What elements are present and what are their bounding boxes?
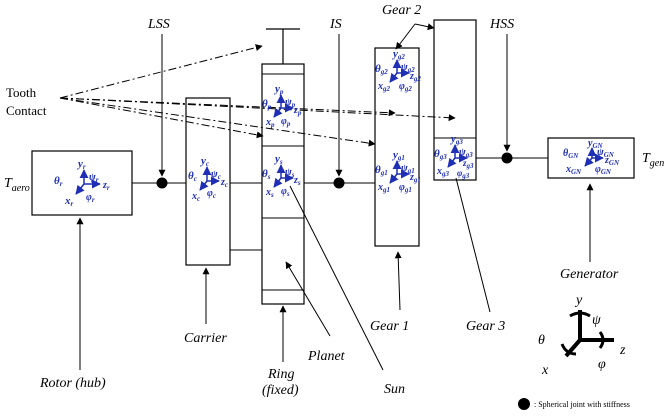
ring-box bbox=[261, 63, 305, 305]
svg-text:ψ: ψ bbox=[592, 313, 601, 328]
svg-text:φg3: φg3 bbox=[457, 168, 470, 180]
carrier-box bbox=[185, 97, 231, 266]
joint-is bbox=[333, 177, 345, 189]
svg-text:ψg3: ψg3 bbox=[459, 147, 473, 159]
svg-text:zc: zc bbox=[220, 177, 228, 189]
coord-sun: ys ψs θs zs xs φs bbox=[262, 153, 301, 199]
svg-text:xg2: xg2 bbox=[377, 81, 391, 93]
svg-text:φ: φ bbox=[598, 357, 606, 372]
svg-text:ψp: ψp bbox=[285, 97, 296, 109]
svg-text:yr: yr bbox=[76, 158, 86, 171]
coord-carrier: yc ψc θc zc xc φc bbox=[188, 155, 228, 203]
svg-text:xg1: xg1 bbox=[377, 182, 390, 194]
coord-rotor: yr ψr θr zr xr φr bbox=[54, 158, 110, 208]
coord-gear1: yg1 ψg1 θg1 zg1 xg1 φg1 bbox=[375, 149, 421, 194]
svg-text:y: y bbox=[574, 293, 583, 308]
svg-text:zg2: zg2 bbox=[409, 71, 421, 83]
coord-planet: yp ψp θp zp xp φp bbox=[262, 83, 302, 129]
carrier-label: Carrier bbox=[184, 331, 227, 346]
svg-text:xGN: xGN bbox=[565, 164, 582, 176]
svg-text:ψr: ψr bbox=[89, 172, 99, 184]
rotor-label: Rotor (hub) bbox=[39, 376, 106, 391]
ring-fixed-label: (fixed) bbox=[262, 383, 299, 398]
svg-text:φp: φp bbox=[281, 116, 291, 128]
svg-text:ψg1: ψg1 bbox=[401, 163, 415, 175]
lss-label: LSS bbox=[147, 17, 170, 32]
svg-text:yp: yp bbox=[273, 83, 284, 96]
generator-box bbox=[547, 137, 635, 179]
reference-axes: y ψ θ z x φ bbox=[538, 293, 626, 378]
sun-label: Sun bbox=[384, 382, 405, 397]
svg-text:xs: xs bbox=[265, 187, 274, 199]
svg-text:θg1: θg1 bbox=[375, 164, 388, 177]
svg-text:ψg2: ψg2 bbox=[401, 62, 415, 74]
svg-text:θr: θr bbox=[54, 175, 63, 188]
gear3-label: Gear 3 bbox=[466, 319, 505, 334]
joint-lss bbox=[156, 177, 168, 189]
svg-text:xp: xp bbox=[265, 117, 275, 129]
generator-label: Generator bbox=[560, 267, 619, 282]
svg-text:xr: xr bbox=[64, 195, 74, 208]
is-label: IS bbox=[329, 17, 342, 32]
svg-text:zg1: zg1 bbox=[409, 172, 421, 184]
gear3-box bbox=[433, 19, 477, 181]
svg-text:θg3: θg3 bbox=[434, 148, 447, 161]
svg-text:zs: zs bbox=[293, 175, 301, 187]
planet-pointer bbox=[285, 261, 331, 337]
gear1-label: Gear 1 bbox=[370, 319, 409, 334]
joint-hss bbox=[501, 152, 513, 164]
legend-dot bbox=[518, 398, 530, 410]
svg-text:θs: θs bbox=[262, 168, 271, 181]
svg-text:zg3: zg3 bbox=[462, 158, 474, 170]
svg-text:θ: θ bbox=[538, 333, 545, 348]
ring-label: Ring bbox=[267, 367, 294, 382]
svg-text:yGN: yGN bbox=[587, 138, 604, 150]
tooth-contact-label-2: Contact bbox=[6, 103, 47, 118]
svg-text:φg1: φg1 bbox=[399, 182, 412, 194]
gear1-pointer bbox=[394, 251, 402, 311]
svg-text:x: x bbox=[541, 363, 549, 378]
svg-text:zp: zp bbox=[293, 105, 302, 117]
tooth-contact-label-1: Tooth bbox=[6, 85, 37, 100]
rotor-box bbox=[31, 150, 133, 216]
t-aero-label: Taero bbox=[4, 176, 30, 194]
svg-text:yc: yc bbox=[199, 155, 209, 168]
t-gen-label: Tgen bbox=[642, 151, 664, 169]
svg-text:θp: θp bbox=[262, 98, 272, 111]
coord-generator: yGN ψGN θGN zGN xGN φGN bbox=[563, 138, 620, 176]
svg-text:zr: zr bbox=[102, 180, 110, 192]
planet-label: Planet bbox=[307, 349, 346, 364]
tooth-contact-lines bbox=[59, 44, 456, 147]
svg-text:yg1: yg1 bbox=[391, 149, 405, 162]
gear2-arrow-right bbox=[414, 23, 435, 31]
svg-text:φr: φr bbox=[86, 192, 95, 204]
hss-label: HSS bbox=[489, 17, 514, 32]
coord-gear3: yg3 ψg3 θg3 zg3 xg3 φg3 bbox=[434, 133, 474, 180]
svg-text:ψGN: ψGN bbox=[597, 147, 615, 159]
svg-text:φc: φc bbox=[207, 188, 216, 200]
svg-text:yg3: yg3 bbox=[449, 133, 463, 146]
svg-text:θc: θc bbox=[188, 170, 197, 183]
svg-text:φGN: φGN bbox=[595, 164, 612, 176]
sun-pointer bbox=[289, 185, 384, 371]
gear2-label: Gear 2 bbox=[382, 3, 421, 18]
svg-text:θg2: θg2 bbox=[375, 63, 388, 76]
svg-text:ψc: ψc bbox=[211, 169, 221, 181]
svg-text:yg2: yg2 bbox=[391, 48, 405, 61]
svg-text:ys: ys bbox=[273, 153, 283, 166]
svg-text:xc: xc bbox=[191, 191, 200, 203]
coord-gear2: yg2 ψg2 θg2 zg2 xg2 φg2 bbox=[375, 48, 421, 93]
gear3-pointer bbox=[455, 177, 491, 313]
svg-text:φg2: φg2 bbox=[399, 81, 412, 93]
svg-text:zGN: zGN bbox=[604, 155, 620, 167]
legend-text: : Spherical joint with stiffness bbox=[534, 400, 630, 409]
gear2-arrow-left bbox=[395, 23, 416, 50]
svg-text:θGN: θGN bbox=[563, 148, 579, 160]
svg-text:φs: φs bbox=[281, 186, 290, 198]
svg-text:z: z bbox=[619, 343, 626, 358]
svg-text:xg3: xg3 bbox=[436, 166, 450, 178]
svg-text:ψs: ψs bbox=[285, 167, 295, 179]
